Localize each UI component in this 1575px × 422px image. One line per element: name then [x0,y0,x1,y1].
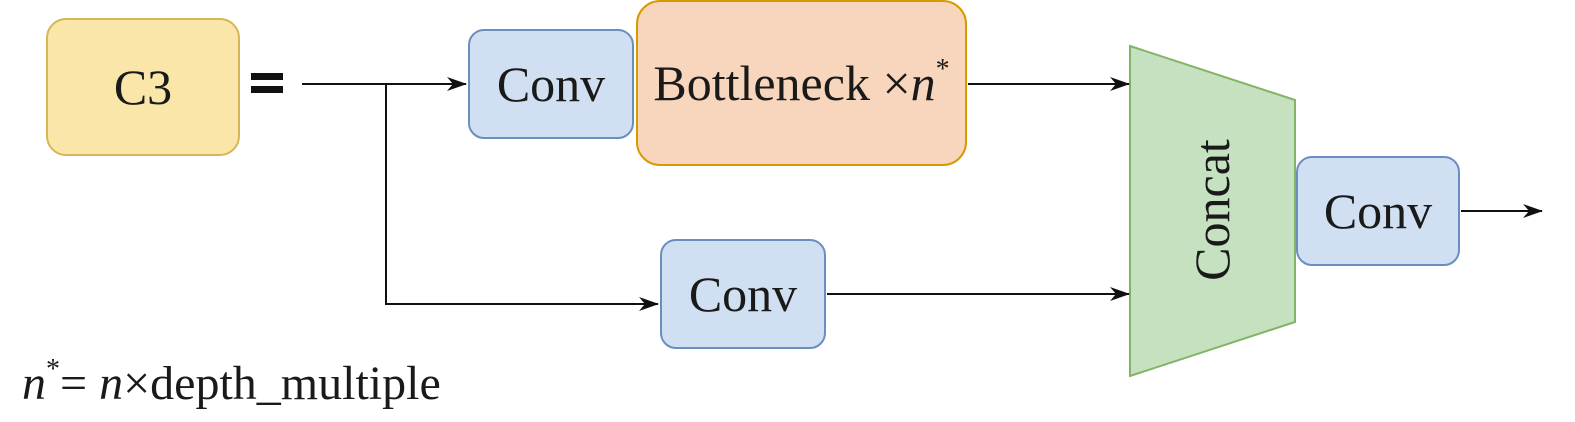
c3-module-box: C3 [46,18,240,156]
concat-label: Concat [1184,139,1240,281]
concat-block [1129,44,1296,378]
conv-block-bottom: Conv [660,239,826,349]
c3-label: C3 [113,59,173,115]
branch-line [385,84,659,311]
conv-output-label: Conv [1323,183,1433,239]
conv-block-output: Conv [1296,156,1460,266]
bottleneck-block: Bottleneck ×n* [636,0,967,166]
conv-block-top: Conv [468,29,634,139]
depth-formula-note: n*= n×depth_multiple [22,354,441,410]
equals-sign [251,73,283,95]
bottleneck-label: Bottleneck ×n* [653,54,950,111]
conv-top-label: Conv [496,56,606,112]
conv-bottom-label: Conv [688,266,798,322]
